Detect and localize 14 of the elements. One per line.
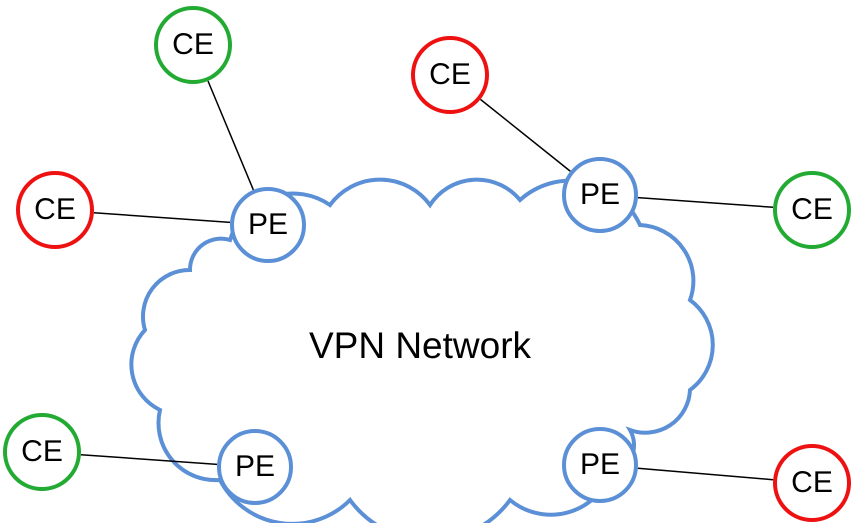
ce-router-circle: CE (16, 171, 94, 249)
cloud-label: VPN Network (308, 325, 532, 367)
pe-router-circle: PE (562, 157, 638, 233)
connector-line (207, 80, 254, 190)
ce-router-circle: CE (154, 6, 232, 84)
connector-line (94, 212, 230, 224)
ce-router-circle: CE (773, 444, 851, 522)
ce-router-circle: CE (3, 413, 81, 491)
connector-line (480, 98, 571, 172)
connector-line (80, 454, 218, 466)
connector-line (638, 467, 774, 480)
ce-router-circle: CE (411, 36, 489, 114)
connector-line (638, 196, 774, 208)
ce-router-circle: CE (773, 171, 851, 249)
